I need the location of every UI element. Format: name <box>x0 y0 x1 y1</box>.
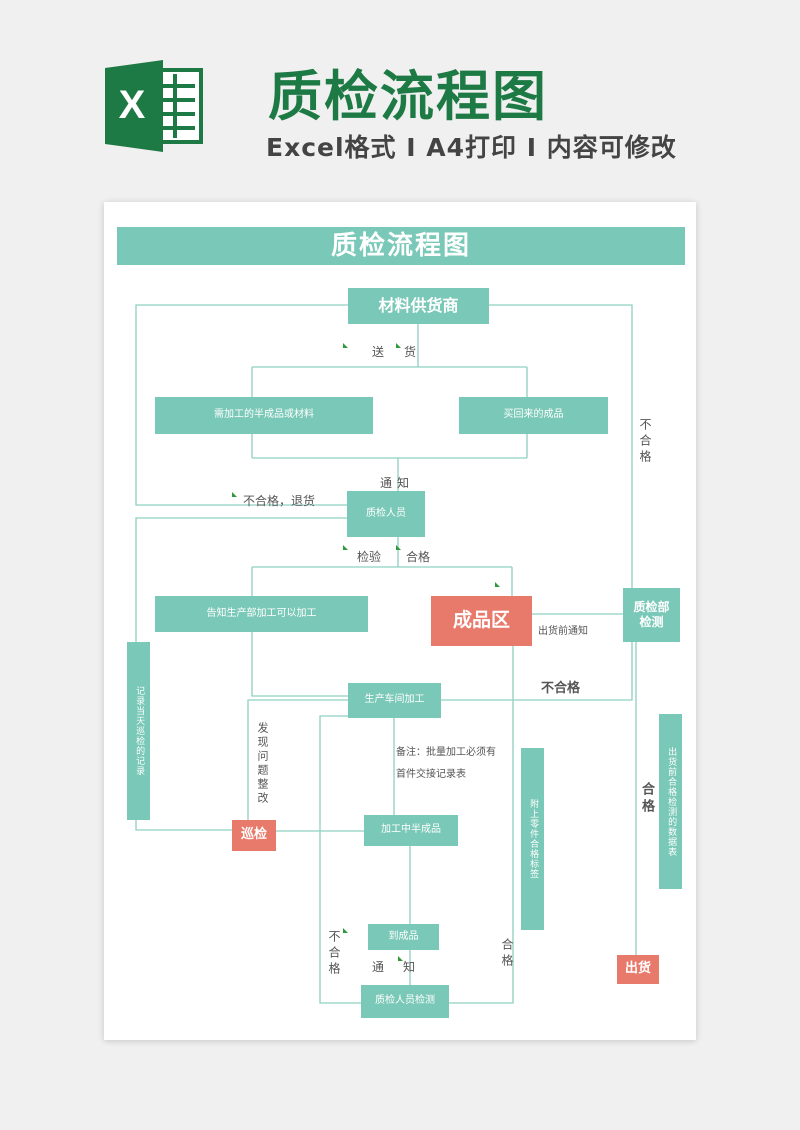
node-finished-zone: 成品区 <box>431 596 532 646</box>
label-pass-right: 合格 <box>639 782 654 816</box>
node-semi-processing: 加工中半成品 <box>364 815 458 846</box>
flag-marker <box>396 343 401 348</box>
node-attach-label: 附上零件合格标签 <box>521 748 544 930</box>
label-note: 备注：批量加工必须有 首件交接记录表 <box>396 742 496 786</box>
note-line-2: 首件交接记录表 <box>396 769 466 780</box>
label-reject-vertical: 不合格 <box>638 418 652 466</box>
flag-marker <box>343 928 348 933</box>
label-find-fix: 发现问题整改 <box>256 722 269 806</box>
node-workshop: 生产车间加工 <box>348 683 441 718</box>
node-inspector: 质检人员 <box>347 491 425 537</box>
node-notify-production: 告知生产部加工可以加工 <box>155 596 368 632</box>
flag-marker <box>343 343 348 348</box>
node-qc-dept: 质检部检测 <box>623 588 680 642</box>
label-notify-3: 通 <box>372 960 385 974</box>
label-goods: 货 <box>404 345 417 359</box>
label-pass-bottom: 合格 <box>500 938 514 970</box>
label-notify-1: 通 <box>380 476 393 490</box>
label-notify-2: 知 <box>397 476 410 490</box>
node-supplier: 材料供货商 <box>348 288 489 324</box>
flag-marker <box>343 545 348 550</box>
label-pass: 合格 <box>406 550 431 564</box>
excel-logo-icon: X <box>105 60 203 152</box>
flag-marker <box>396 545 401 550</box>
node-inspector-check: 质检人员检测 <box>361 985 449 1018</box>
document-banner-title: 质检流程图 <box>117 227 685 265</box>
node-patrol: 巡检 <box>232 820 276 851</box>
node-bought-finished: 买回来的成品 <box>459 397 608 434</box>
node-shipment: 出货 <box>617 955 659 984</box>
node-shipment-report: 出货前合格检测的数据表 <box>659 714 682 889</box>
note-line-1: 备注：批量加工必须有 <box>396 747 496 758</box>
label-send: 送 <box>372 345 385 359</box>
label-reject-mid: 不合格 <box>541 681 581 696</box>
label-notify-4: 知 <box>403 960 416 974</box>
flag-marker <box>495 582 500 587</box>
page-title: 质检流程图 <box>268 65 548 128</box>
label-reject-return: 不合格，退货 <box>243 494 316 508</box>
node-to-finished: 到成品 <box>368 924 439 950</box>
label-pre-ship-notice: 出货前通知 <box>538 626 588 637</box>
page-subtitle: Excel格式 Ⅰ A4打印 Ⅰ 内容可修改 <box>266 133 677 162</box>
logo-letter: X <box>119 83 146 127</box>
flag-marker <box>232 492 237 497</box>
node-daily-record: 记录当天巡检的记录 <box>127 642 150 820</box>
node-semi-material: 需加工的半成品或材料 <box>155 397 373 434</box>
label-inspect: 检验 <box>357 550 382 564</box>
flag-marker <box>398 956 403 961</box>
label-reject-bottom: 不合格 <box>327 930 341 978</box>
